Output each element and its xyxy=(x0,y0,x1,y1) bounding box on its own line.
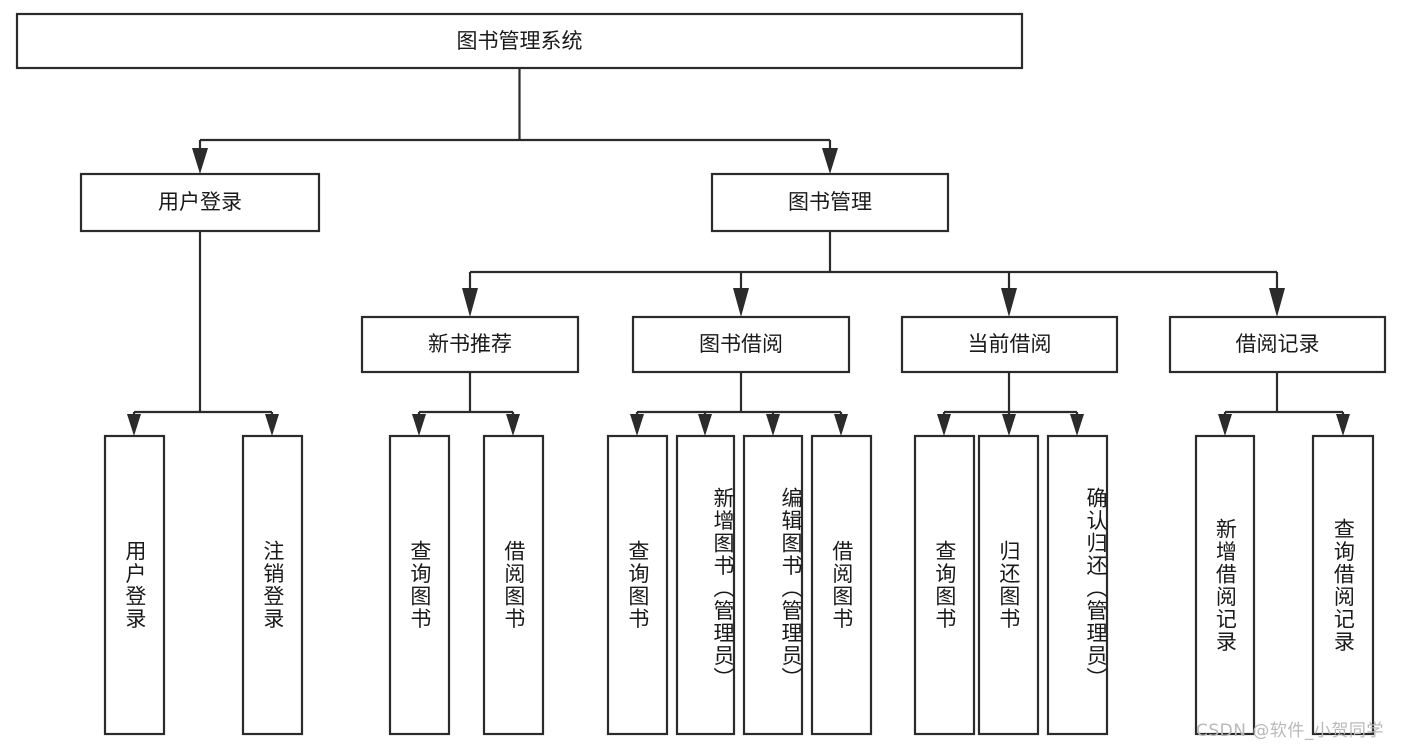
connector-borrow-record-to-leaves xyxy=(1218,372,1350,436)
node-leaf-query-borrow-record-rect[interactable] xyxy=(1311,434,1375,736)
arrow-head-leaf-return-book xyxy=(1002,414,1016,436)
node-book-borrow-label: 图书借阅 xyxy=(699,332,783,356)
arrow-head-leaf-add-borrow-record xyxy=(1218,414,1232,436)
connector-book-borrow-to-leaves xyxy=(630,372,848,436)
connector-new-book-recommend-to-leaves xyxy=(412,372,520,436)
arrow-head-leaf-query-book-current xyxy=(937,414,951,436)
csdn-watermark: CSDN @软件_小贺同学 xyxy=(1196,721,1384,741)
node-user-login-rect[interactable] xyxy=(79,172,321,233)
node-user-login-label: 用户登录 xyxy=(158,190,242,214)
arrow-head-leaf-borrow-book-rec xyxy=(506,414,520,436)
arrow-head-leaf-query-book-rec xyxy=(412,414,426,436)
arrow-head-new-book-recommend xyxy=(462,288,478,317)
node-leaf-return-book-rect[interactable] xyxy=(977,434,1040,736)
arrow-head-current-borrow xyxy=(1001,288,1017,317)
arrow-head-leaf-user-logout xyxy=(265,414,279,436)
node-leaf-query-book-current-rect[interactable] xyxy=(913,434,976,736)
arrow-head-leaf-borrow-book xyxy=(834,414,848,436)
arrow-head-book-management xyxy=(822,148,838,174)
node-leaf-borrow-book-rec-rect[interactable] xyxy=(482,434,545,736)
node-book-management-rect[interactable] xyxy=(710,172,950,233)
node-leaf-user-logout-rect[interactable] xyxy=(241,434,304,736)
node-borrow-record[interactable]: 借阅记录 xyxy=(1168,315,1387,374)
node-root-label: 图书管理系统 xyxy=(457,29,583,53)
node-leaf-confirm-return-rect[interactable] xyxy=(1046,434,1109,736)
arrow-head-borrow-record xyxy=(1269,288,1285,317)
node-book-management[interactable]: 图书管理 xyxy=(710,172,950,233)
node-leaf-query-book-borrow-rect[interactable] xyxy=(606,434,669,736)
arrow-head-book-borrow xyxy=(733,288,749,317)
node-borrow-record-rect[interactable] xyxy=(1168,315,1387,374)
connector-level2-to-level3 xyxy=(462,231,1285,317)
node-book-management-label: 图书管理 xyxy=(788,190,872,214)
node-new-book-recommend-rect[interactable] xyxy=(360,315,580,374)
node-book-borrow-rect[interactable] xyxy=(631,315,851,374)
connector-current-borrow-to-leaves xyxy=(937,372,1084,436)
arrow-head-leaf-query-borrow-record xyxy=(1336,414,1350,436)
leaf-node-rects xyxy=(103,434,1375,736)
connector-root-to-level2 xyxy=(192,68,838,174)
node-new-book-recommend[interactable]: 新书推荐 xyxy=(360,315,580,374)
arrow-head-user-login xyxy=(192,148,208,174)
node-leaf-user-login-rect[interactable] xyxy=(103,434,166,736)
node-current-borrow-label: 当前借阅 xyxy=(968,332,1052,356)
node-current-borrow[interactable]: 当前借阅 xyxy=(900,315,1119,374)
node-leaf-query-book-rec-rect[interactable] xyxy=(388,434,451,736)
arrow-head-leaf-query-book-borrow xyxy=(630,414,644,436)
node-leaf-add-book-rect[interactable] xyxy=(675,434,736,736)
arrow-head-leaf-edit-book xyxy=(766,414,780,436)
arrow-head-leaf-user-login xyxy=(127,414,141,436)
node-book-borrow[interactable]: 图书借阅 xyxy=(631,315,851,374)
node-root-rect[interactable] xyxy=(15,12,1024,70)
node-borrow-record-label: 借阅记录 xyxy=(1236,332,1320,356)
node-current-borrow-rect[interactable] xyxy=(900,315,1119,374)
arrow-head-leaf-add-book xyxy=(698,414,712,436)
node-user-login[interactable]: 用户登录 xyxy=(79,172,321,233)
node-leaf-add-borrow-record-rect[interactable] xyxy=(1194,434,1256,736)
node-root[interactable]: 图书管理系统 xyxy=(15,12,1024,70)
node-new-book-recommend-label: 新书推荐 xyxy=(428,332,512,356)
connector-user-login-to-leaves xyxy=(127,231,279,436)
arrow-head-leaf-confirm-return xyxy=(1070,414,1084,436)
node-leaf-edit-book-rect[interactable] xyxy=(742,434,804,736)
node-leaf-borrow-book-rect[interactable] xyxy=(810,434,873,736)
